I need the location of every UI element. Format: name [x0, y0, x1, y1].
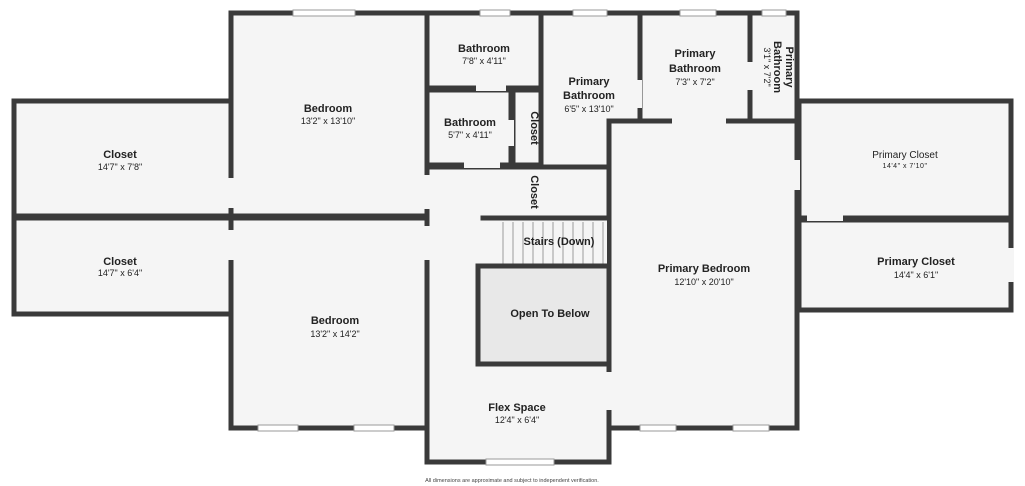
bedroom-top-dim: 13'2" x 13'10": [301, 116, 355, 126]
primary-closet-bottom-dim: 14'4" x 6'1": [894, 270, 938, 280]
stair-treads: [502, 222, 604, 265]
windows: [257, 9, 787, 466]
primary-bedroom-room: [606, 118, 800, 431]
primary-closet-bottom-label: Primary Closet: [877, 256, 955, 268]
primary-bathroom-3-label-1: Primary: [783, 47, 795, 89]
stairs-label: Stairs (Down): [524, 236, 595, 248]
primary-bathroom-label-2: Bathroom: [563, 90, 615, 102]
door-openings: [228, 62, 1014, 410]
primary-bathroom-3-label-2: Bathroom: [771, 41, 783, 93]
primary-bathroom-3-dim: 3'1" x 7'2": [762, 47, 772, 86]
primary-bedroom-label: Primary Bedroom: [658, 263, 751, 275]
bathroom-small-dim: 5'7" x 4'11": [448, 130, 492, 140]
closet-left-top-label: Closet: [103, 149, 137, 161]
closet-small-top-label: Closet: [528, 111, 540, 145]
primary-closet-top-dim: 14'4" x 7'10": [883, 163, 928, 170]
primary-bathroom-2-label-2: Bathroom: [669, 63, 721, 75]
primary-bathroom-2-label-1: Primary: [675, 48, 717, 60]
bedroom-bottom-dim: 13'2" x 14'2": [310, 329, 359, 339]
bedroom-bottom-label: Bedroom: [311, 315, 360, 327]
primary-closet-top-label: Primary Closet: [872, 150, 938, 161]
closet-left-top-room: [11, 98, 234, 219]
primary-bedroom-dim: 12'10" x 20'10": [674, 277, 733, 287]
primary-bathroom-2-room: [637, 10, 753, 124]
closet-left-bottom-label: Closet: [103, 256, 137, 268]
flex-space-dim: 12'4" x 6'4": [495, 415, 539, 425]
closet-left-top-dim: 14'7" x 7'8": [98, 162, 142, 172]
primary-closet-bottom-room: [796, 217, 1014, 313]
open-to-below-area: [475, 263, 612, 367]
open-to-below-label: Open To Below: [510, 308, 590, 320]
primary-bathroom-2-dim: 7'3" x 7'2": [675, 77, 714, 87]
primary-bathroom-dim: 6'5" x 13'10": [564, 104, 613, 114]
bathroom-small-label: Bathroom: [444, 117, 496, 129]
bathroom-top-label: Bathroom: [458, 43, 510, 55]
stairs-area: [503, 219, 607, 265]
closet-small-bottom-label: Closet: [528, 175, 540, 209]
closet-left-bottom-dim: 14'7" x 6'4": [98, 268, 142, 278]
flex-space-label: Flex Space: [488, 402, 545, 414]
primary-bathroom-label-1: Primary: [569, 76, 611, 88]
bedroom-top-label: Bedroom: [304, 103, 353, 115]
disclaimer-text: All dimensions are approximate and subje…: [425, 478, 599, 484]
closet-left-bottom-room: [11, 215, 234, 317]
primary-bathroom-3-text: Primary Bathroom 3'1" x 7'2": [762, 41, 795, 93]
bathroom-top-dim: 7'8" x 4'11": [462, 56, 506, 66]
